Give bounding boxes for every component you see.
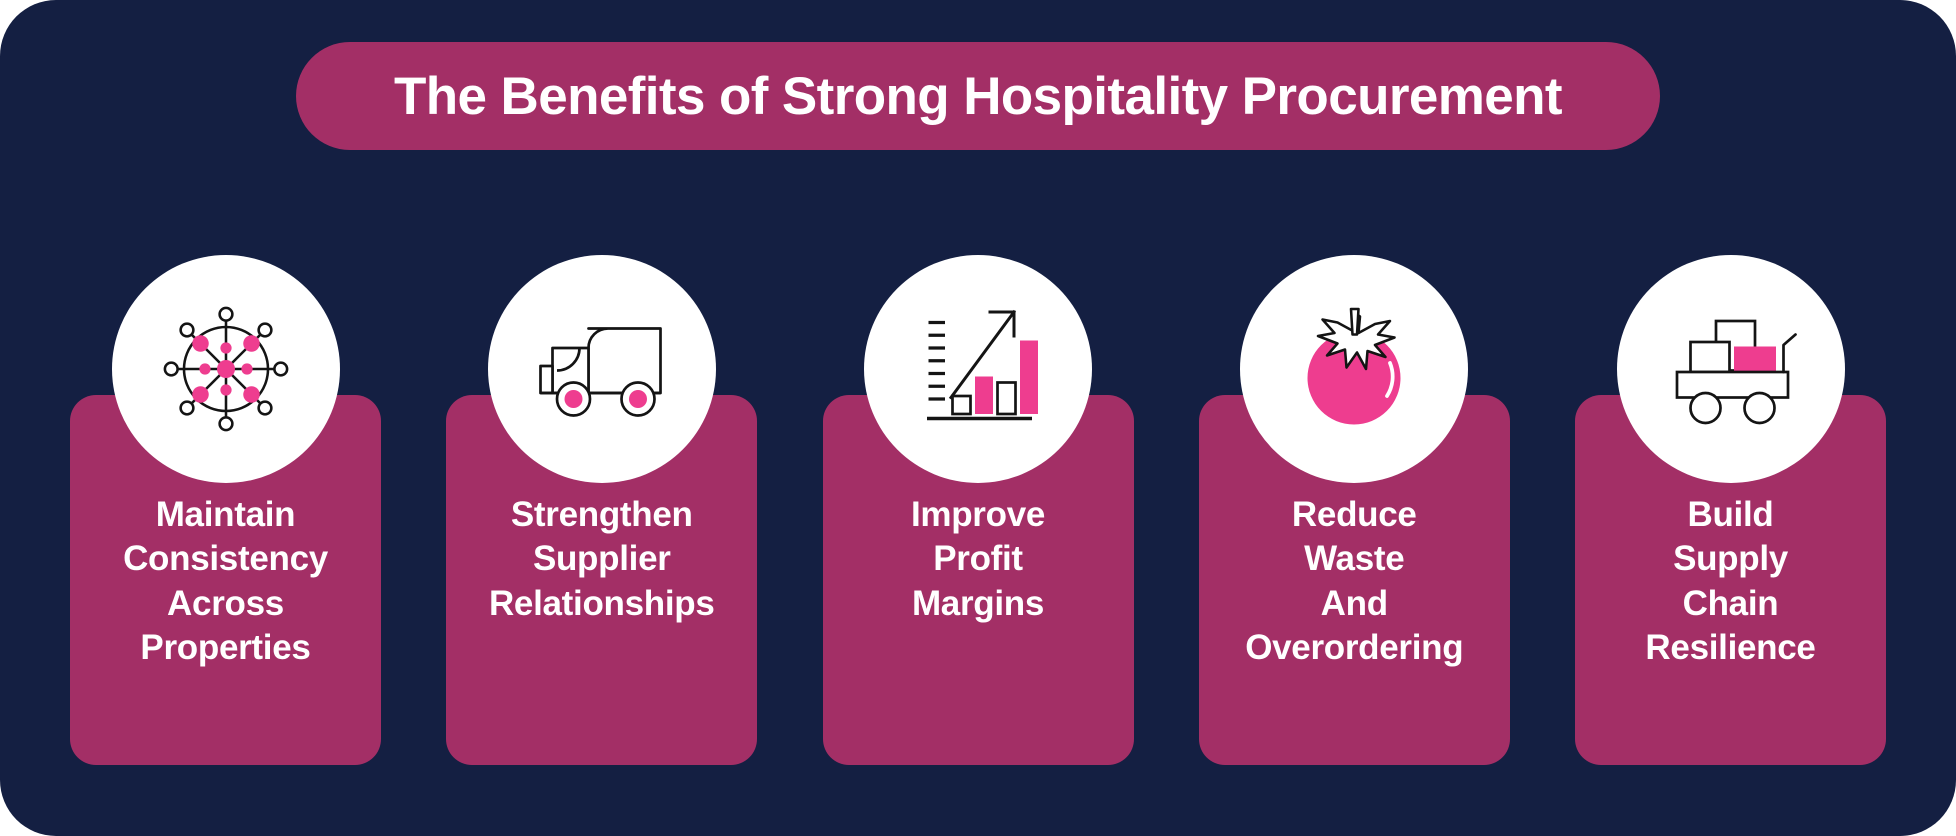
loaded-cart-icon	[1616, 255, 1845, 483]
benefit-card-improve-profit-margins[interactable]: Improve Profit Margins	[822, 255, 1134, 765]
benefit-card-label: Build Supply Chain Resilience	[1645, 495, 1816, 668]
benefit-card-label: Improve Profit Margins	[910, 495, 1046, 623]
benefit-card-build-supply-chain-resilience[interactable]: Build Supply Chain Resilience	[1575, 255, 1886, 765]
tomato-icon	[1240, 255, 1469, 483]
benefit-card-label: Strengthen Supplier Relationships	[488, 495, 715, 623]
page-title: The Benefits of Strong Hospitality Procu…	[394, 66, 1563, 126]
benefit-card-reduce-waste-and-overordering[interactable]: Reduce Waste And Overordering	[1198, 255, 1510, 765]
benefit-card-maintain-consistency[interactable]: Maintain Consistency Across Properties	[70, 255, 381, 765]
benefit-card-label: Maintain Consistency Across Properties	[123, 495, 328, 668]
benefit-card-label: Reduce Waste And Overordering	[1245, 495, 1464, 668]
network-hub-icon	[111, 255, 340, 483]
growth-bar-chart-icon	[864, 255, 1092, 483]
title-banner: The Benefits of Strong Hospitality Procu…	[296, 42, 1660, 150]
delivery-truck-icon	[487, 255, 716, 483]
benefit-card-strengthen-supplier-relationships[interactable]: Strengthen Supplier Relationships	[446, 255, 758, 765]
benefit-card-row: Maintain Consistency Across Properties	[70, 255, 1886, 765]
